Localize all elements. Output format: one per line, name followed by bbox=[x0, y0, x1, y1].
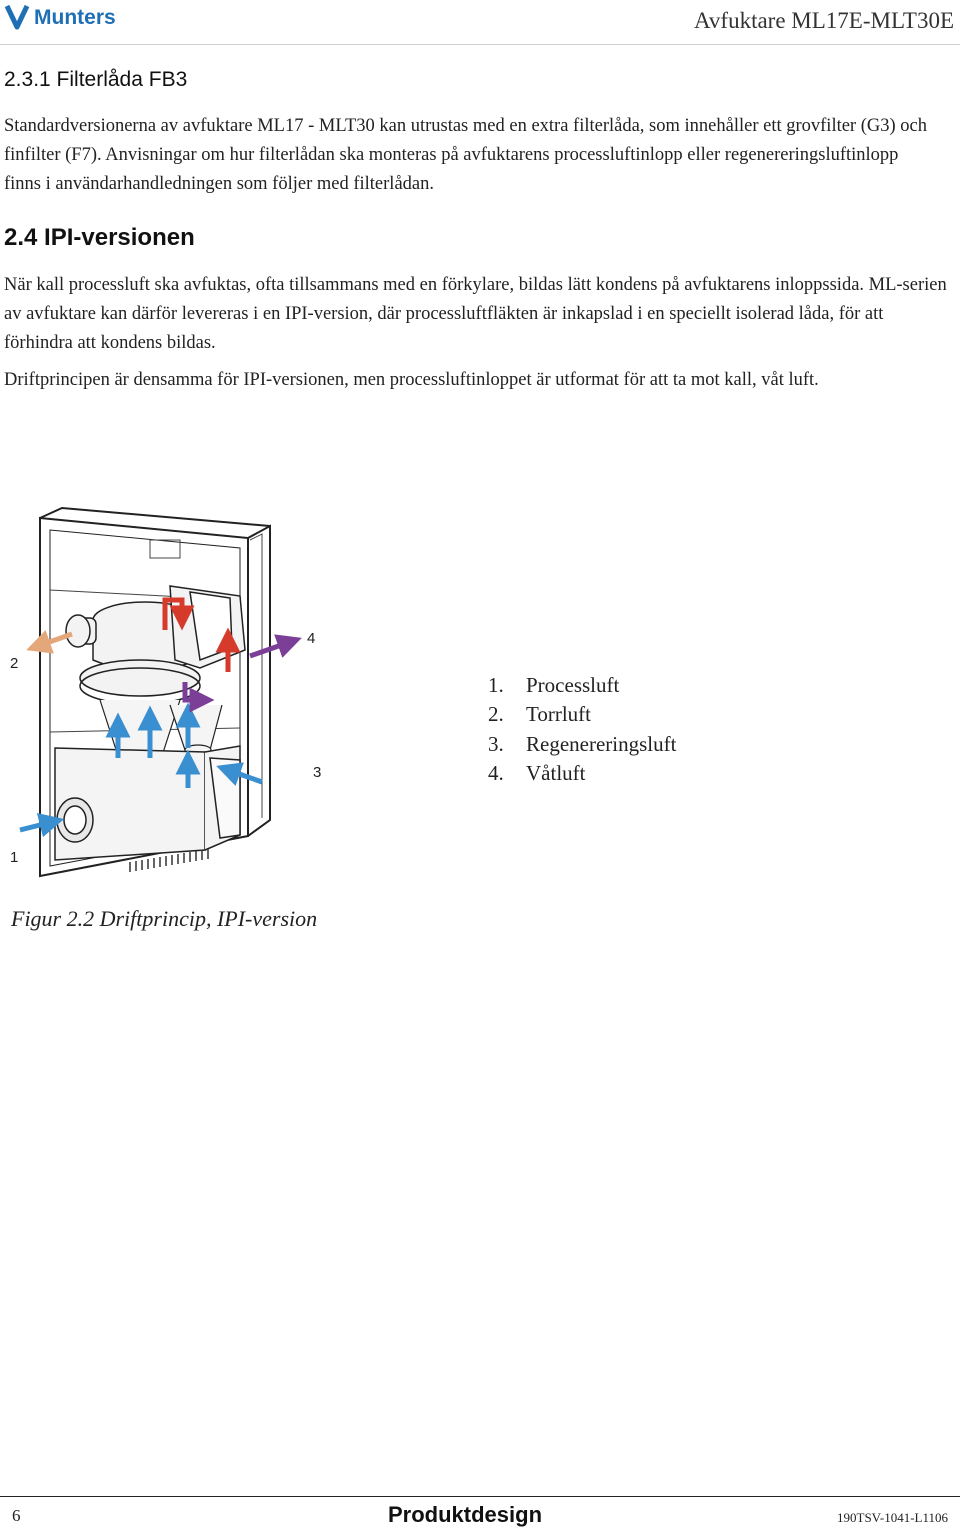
ipi-insulated-box bbox=[54, 745, 241, 861]
callout-2: 2 bbox=[10, 655, 19, 672]
callout-1: 1 bbox=[10, 849, 19, 866]
legend-item: 2.Torrluft bbox=[488, 702, 592, 727]
section-heading-2-4: 2.4 IPI-versionen bbox=[4, 224, 195, 251]
figure-legend: 1.Processluft 2.Torrluft 3.Regenererings… bbox=[488, 671, 676, 788]
ipi-operating-principle-diagram bbox=[19, 506, 302, 878]
wet-air-arrows bbox=[182, 634, 302, 713]
dry-air-arrows bbox=[26, 630, 73, 654]
cabinet-outline bbox=[39, 506, 271, 878]
legend-item: 4.Våtluft bbox=[488, 760, 586, 785]
dry-air-outlet-duct bbox=[65, 614, 91, 648]
header-divider bbox=[0, 44, 960, 45]
section-heading-2-3-1: 2.3.1 Filterlåda FB3 bbox=[4, 68, 188, 91]
footer-divider bbox=[0, 1496, 960, 1497]
regeneration-air-arrows bbox=[162, 597, 241, 672]
logo-mark-icon bbox=[4, 4, 30, 30]
fan-assembly bbox=[67, 585, 246, 705]
footer-chapter-title: Produktdesign bbox=[388, 1502, 543, 1527]
callout-4: 4 bbox=[307, 630, 316, 647]
figure-caption: Figur 2.2 Driftprincip, IPI-version bbox=[11, 906, 318, 931]
document-title: Avfuktare ML17E-MLT30E bbox=[694, 8, 954, 33]
callout-3: 3 bbox=[313, 764, 322, 781]
legend-item: 3.Regenereringsluft bbox=[488, 731, 677, 756]
process-air-arrows bbox=[19, 702, 263, 838]
section-2-3-1-body: Standardversionerna av avfuktare ML17 - … bbox=[4, 116, 927, 194]
section-2-4-body-2: Driftprincipen är densamma för IPI-versi… bbox=[4, 370, 819, 390]
munters-logo: Munters bbox=[4, 4, 116, 30]
logo-text: Munters bbox=[34, 6, 116, 29]
vent-grille bbox=[129, 849, 209, 872]
section-2-4-body-1: När kall processluft ska avfuktas, ofta … bbox=[4, 275, 947, 353]
legend-item: 1.Processluft bbox=[488, 673, 620, 697]
document-code: 190TSV-1041-L1106 bbox=[837, 1510, 948, 1525]
page-number: 6 bbox=[12, 1506, 21, 1525]
